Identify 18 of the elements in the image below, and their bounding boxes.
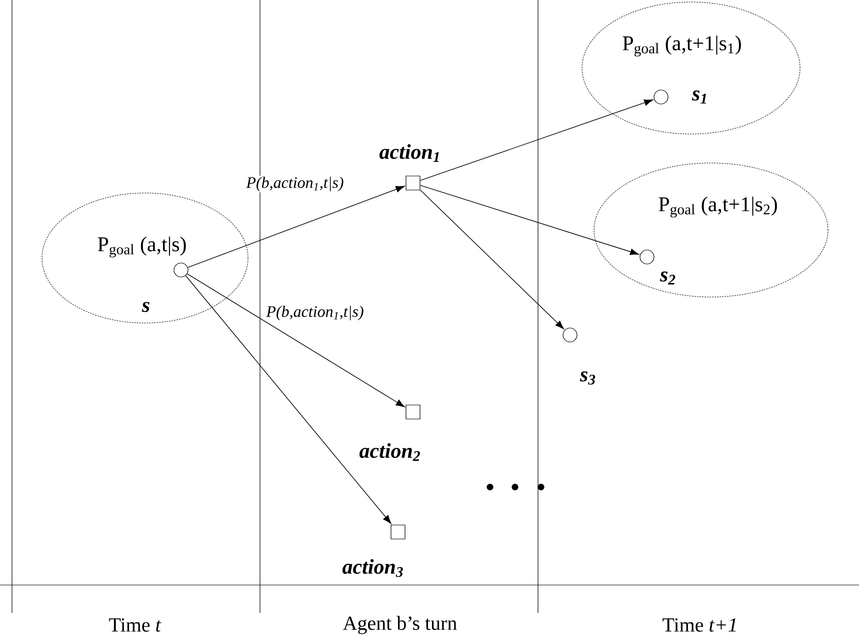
column-label: Time t: [109, 618, 162, 632]
arrow: [420, 184, 639, 256]
node-label: s$_{2}$: [660, 272, 676, 284]
edge-label: P(b,action$_{1}$,t|s): [245, 176, 345, 192]
node-label: action$_{2}$: [360, 443, 420, 461]
column-label: Time t+1: [662, 618, 736, 632]
arrow: [420, 190, 564, 330]
arrow: [420, 99, 653, 181]
node-label: s: [142, 302, 150, 312]
node-label: s$_{3}$: [580, 371, 596, 385]
column-label: Agent b’s turn: [342, 616, 457, 634]
arrow: [185, 275, 392, 524]
edge-label: P(b,action$_{1}$,t|s): [265, 304, 365, 322]
arrow: [188, 186, 405, 268]
node-label: action$_{1}$: [380, 144, 439, 162]
node-label: action$_{3}$: [342, 559, 403, 577]
node-label: s$_{1}$: [692, 90, 706, 104]
arrow: [186, 273, 405, 408]
